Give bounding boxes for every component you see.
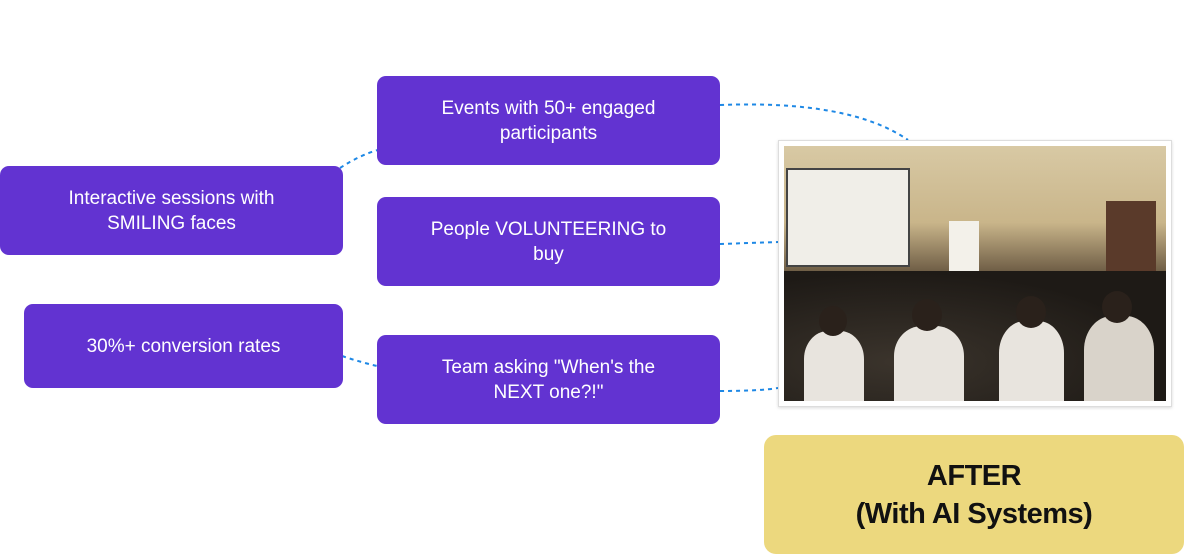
after-title: AFTER bbox=[926, 459, 1022, 492]
team-box: Team asking "When's the NEXT one?!" bbox=[377, 335, 720, 424]
connector-interactive-events bbox=[339, 149, 379, 169]
projector-screen bbox=[786, 168, 910, 267]
volunteering-box: People VOLUNTEERING to buy bbox=[377, 197, 720, 286]
events-text: Events with 50+ engaged participants bbox=[441, 97, 656, 144]
after-subtitle: (With AI Systems) bbox=[855, 497, 1093, 530]
team-text: Team asking "When's the NEXT one?!" bbox=[441, 356, 656, 403]
interactive-box: Interactive sessions with SMILING faces bbox=[0, 166, 343, 255]
events-box: Events with 50+ engaged participants bbox=[377, 76, 720, 165]
volunteering-text: People VOLUNTEERING to buy bbox=[430, 218, 667, 265]
event-photo bbox=[778, 140, 1172, 407]
connector-events-photo bbox=[719, 103, 909, 141]
connector-volunteering-photo bbox=[719, 241, 779, 245]
conversion-box: 30%+ conversion rates bbox=[24, 304, 343, 388]
after-label: AFTER (With AI Systems) bbox=[764, 435, 1184, 554]
connector-conversion-team bbox=[341, 355, 378, 367]
conversion-text: 30%+ conversion rates bbox=[86, 335, 281, 357]
flipchart bbox=[949, 221, 979, 276]
interactive-text: Interactive sessions with SMILING faces bbox=[68, 187, 275, 234]
audience bbox=[784, 271, 1166, 401]
connector-team-photo bbox=[719, 387, 779, 392]
